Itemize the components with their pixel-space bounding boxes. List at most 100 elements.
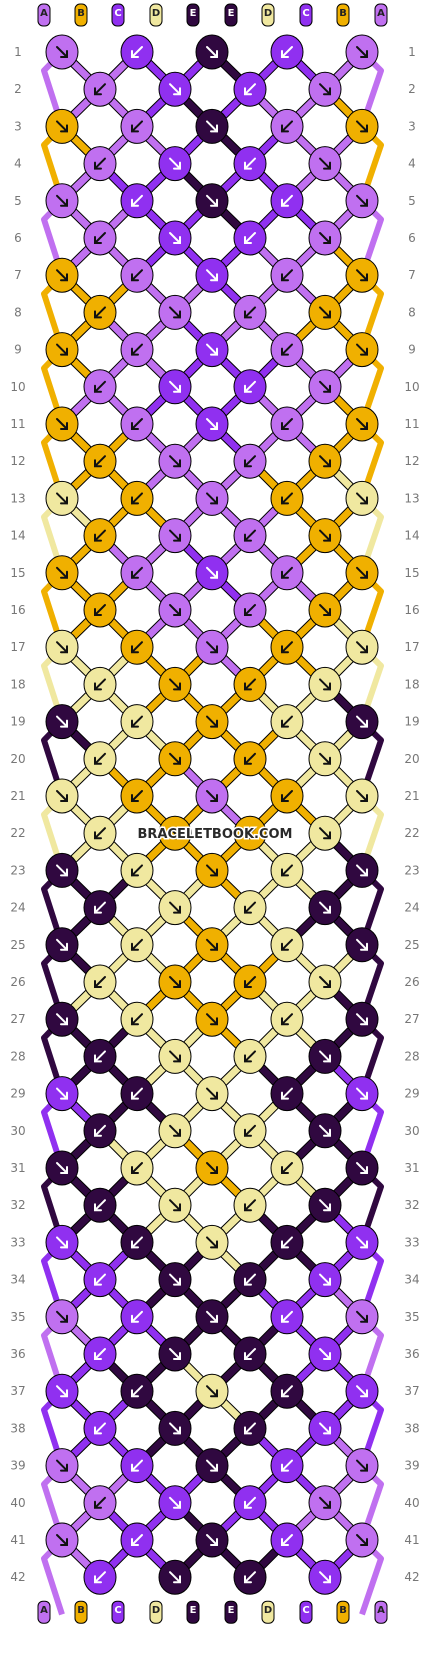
- knot: [158, 1262, 192, 1298]
- knot-arrow-icon: [206, 269, 218, 282]
- knot-arrow-icon: [56, 938, 68, 951]
- knot-arrow-icon: [131, 864, 143, 877]
- knot-arrow-icon: [319, 1496, 331, 1509]
- knot-arrow-icon: [281, 938, 293, 951]
- knot: [345, 1522, 379, 1558]
- knot: [120, 778, 154, 814]
- knot: [345, 332, 379, 368]
- knot: [270, 1373, 304, 1409]
- knot: [45, 778, 79, 814]
- strand-letter: A: [40, 8, 48, 19]
- knot: [158, 890, 192, 926]
- knot-arrow-icon: [94, 83, 106, 96]
- knot-arrow-icon: [169, 1571, 181, 1584]
- row-number-right: 26: [404, 975, 419, 989]
- knot-arrow-icon: [356, 1385, 368, 1398]
- row-number-left: 22: [10, 826, 25, 840]
- knot-arrow-icon: [319, 827, 331, 840]
- knot: [45, 927, 79, 963]
- knot-arrow-icon: [94, 1496, 106, 1509]
- knot: [158, 1559, 192, 1595]
- knot-arrow-icon: [94, 827, 106, 840]
- knot: [158, 71, 192, 107]
- row-number-left: 28: [10, 1049, 25, 1063]
- knot-arrow-icon: [319, 678, 331, 691]
- row-number-left: 15: [10, 566, 25, 580]
- knot: [233, 146, 267, 182]
- knot-arrow-icon: [131, 269, 143, 282]
- knot: [345, 1224, 379, 1260]
- knot: [120, 1001, 154, 1037]
- row-number-right: 33: [404, 1235, 419, 1249]
- knot: [45, 1001, 79, 1037]
- knot-arrow-icon: [319, 157, 331, 170]
- knot-arrow-icon: [131, 120, 143, 133]
- knot: [345, 480, 379, 516]
- knot: [345, 183, 379, 219]
- knot: [195, 704, 229, 740]
- knot-arrow-icon: [206, 492, 218, 505]
- knot-arrow-icon: [94, 1348, 106, 1360]
- row-number-right: 9: [408, 343, 416, 357]
- knot-arrow-icon: [169, 455, 181, 468]
- row-number-right: 27: [404, 1012, 419, 1026]
- row-number-right: 13: [404, 491, 419, 505]
- knot: [195, 1448, 229, 1484]
- knot: [308, 220, 342, 256]
- row-number-left: 2: [14, 82, 22, 96]
- knot-arrow-icon: [56, 1459, 68, 1472]
- knot: [45, 406, 79, 442]
- knot: [308, 146, 342, 182]
- knot-arrow-icon: [356, 715, 368, 728]
- knot: [233, 220, 267, 256]
- knot-arrow-icon: [56, 1310, 68, 1323]
- knot: [45, 1522, 79, 1558]
- row-number-left: 21: [10, 789, 25, 803]
- knot-arrow-icon: [94, 455, 106, 468]
- knot-arrow-icon: [244, 380, 256, 393]
- knot-arrow-icon: [56, 343, 68, 356]
- knot-arrow-icon: [169, 1124, 181, 1137]
- knot: [270, 1001, 304, 1037]
- knot-arrow-icon: [56, 492, 68, 505]
- knot: [45, 629, 79, 665]
- knot-arrow-icon: [206, 864, 218, 877]
- knot: [45, 332, 79, 368]
- knot-arrow-icon: [356, 1534, 368, 1546]
- row-number-right: 16: [404, 603, 419, 617]
- strand-tab-top: D: [261, 3, 275, 27]
- knot: [45, 257, 79, 293]
- knot-arrow-icon: [281, 566, 293, 579]
- knot-arrow-icon: [356, 194, 368, 207]
- knot: [345, 778, 379, 814]
- row-number-right: 23: [404, 863, 419, 877]
- knot: [345, 108, 379, 144]
- knot-arrow-icon: [56, 1534, 68, 1546]
- row-number-right: 4: [408, 157, 416, 171]
- knot: [158, 294, 192, 330]
- knot-arrow-icon: [169, 976, 181, 988]
- knot: [45, 555, 79, 591]
- knot-arrow-icon: [281, 1310, 293, 1323]
- knot-arrow-icon: [244, 157, 256, 170]
- knot: [345, 704, 379, 740]
- row-number-left: 18: [10, 677, 25, 691]
- knot: [120, 1076, 154, 1112]
- knot: [345, 34, 379, 70]
- knot: [158, 964, 192, 1000]
- knot-arrow-icon: [319, 1422, 331, 1435]
- knot-arrow-icon: [244, 455, 256, 468]
- knot: [158, 518, 192, 554]
- knot-arrow-icon: [319, 752, 331, 765]
- knot: [308, 1485, 342, 1521]
- row-number-left: 38: [10, 1421, 25, 1435]
- knot: [83, 890, 117, 926]
- strand-tab-bottom: A: [374, 1600, 388, 1624]
- knot: [195, 1076, 229, 1112]
- knot: [45, 1373, 79, 1409]
- knot-arrow-icon: [319, 1571, 331, 1584]
- knot: [308, 964, 342, 1000]
- knot: [233, 1485, 267, 1521]
- knot: [270, 1522, 304, 1558]
